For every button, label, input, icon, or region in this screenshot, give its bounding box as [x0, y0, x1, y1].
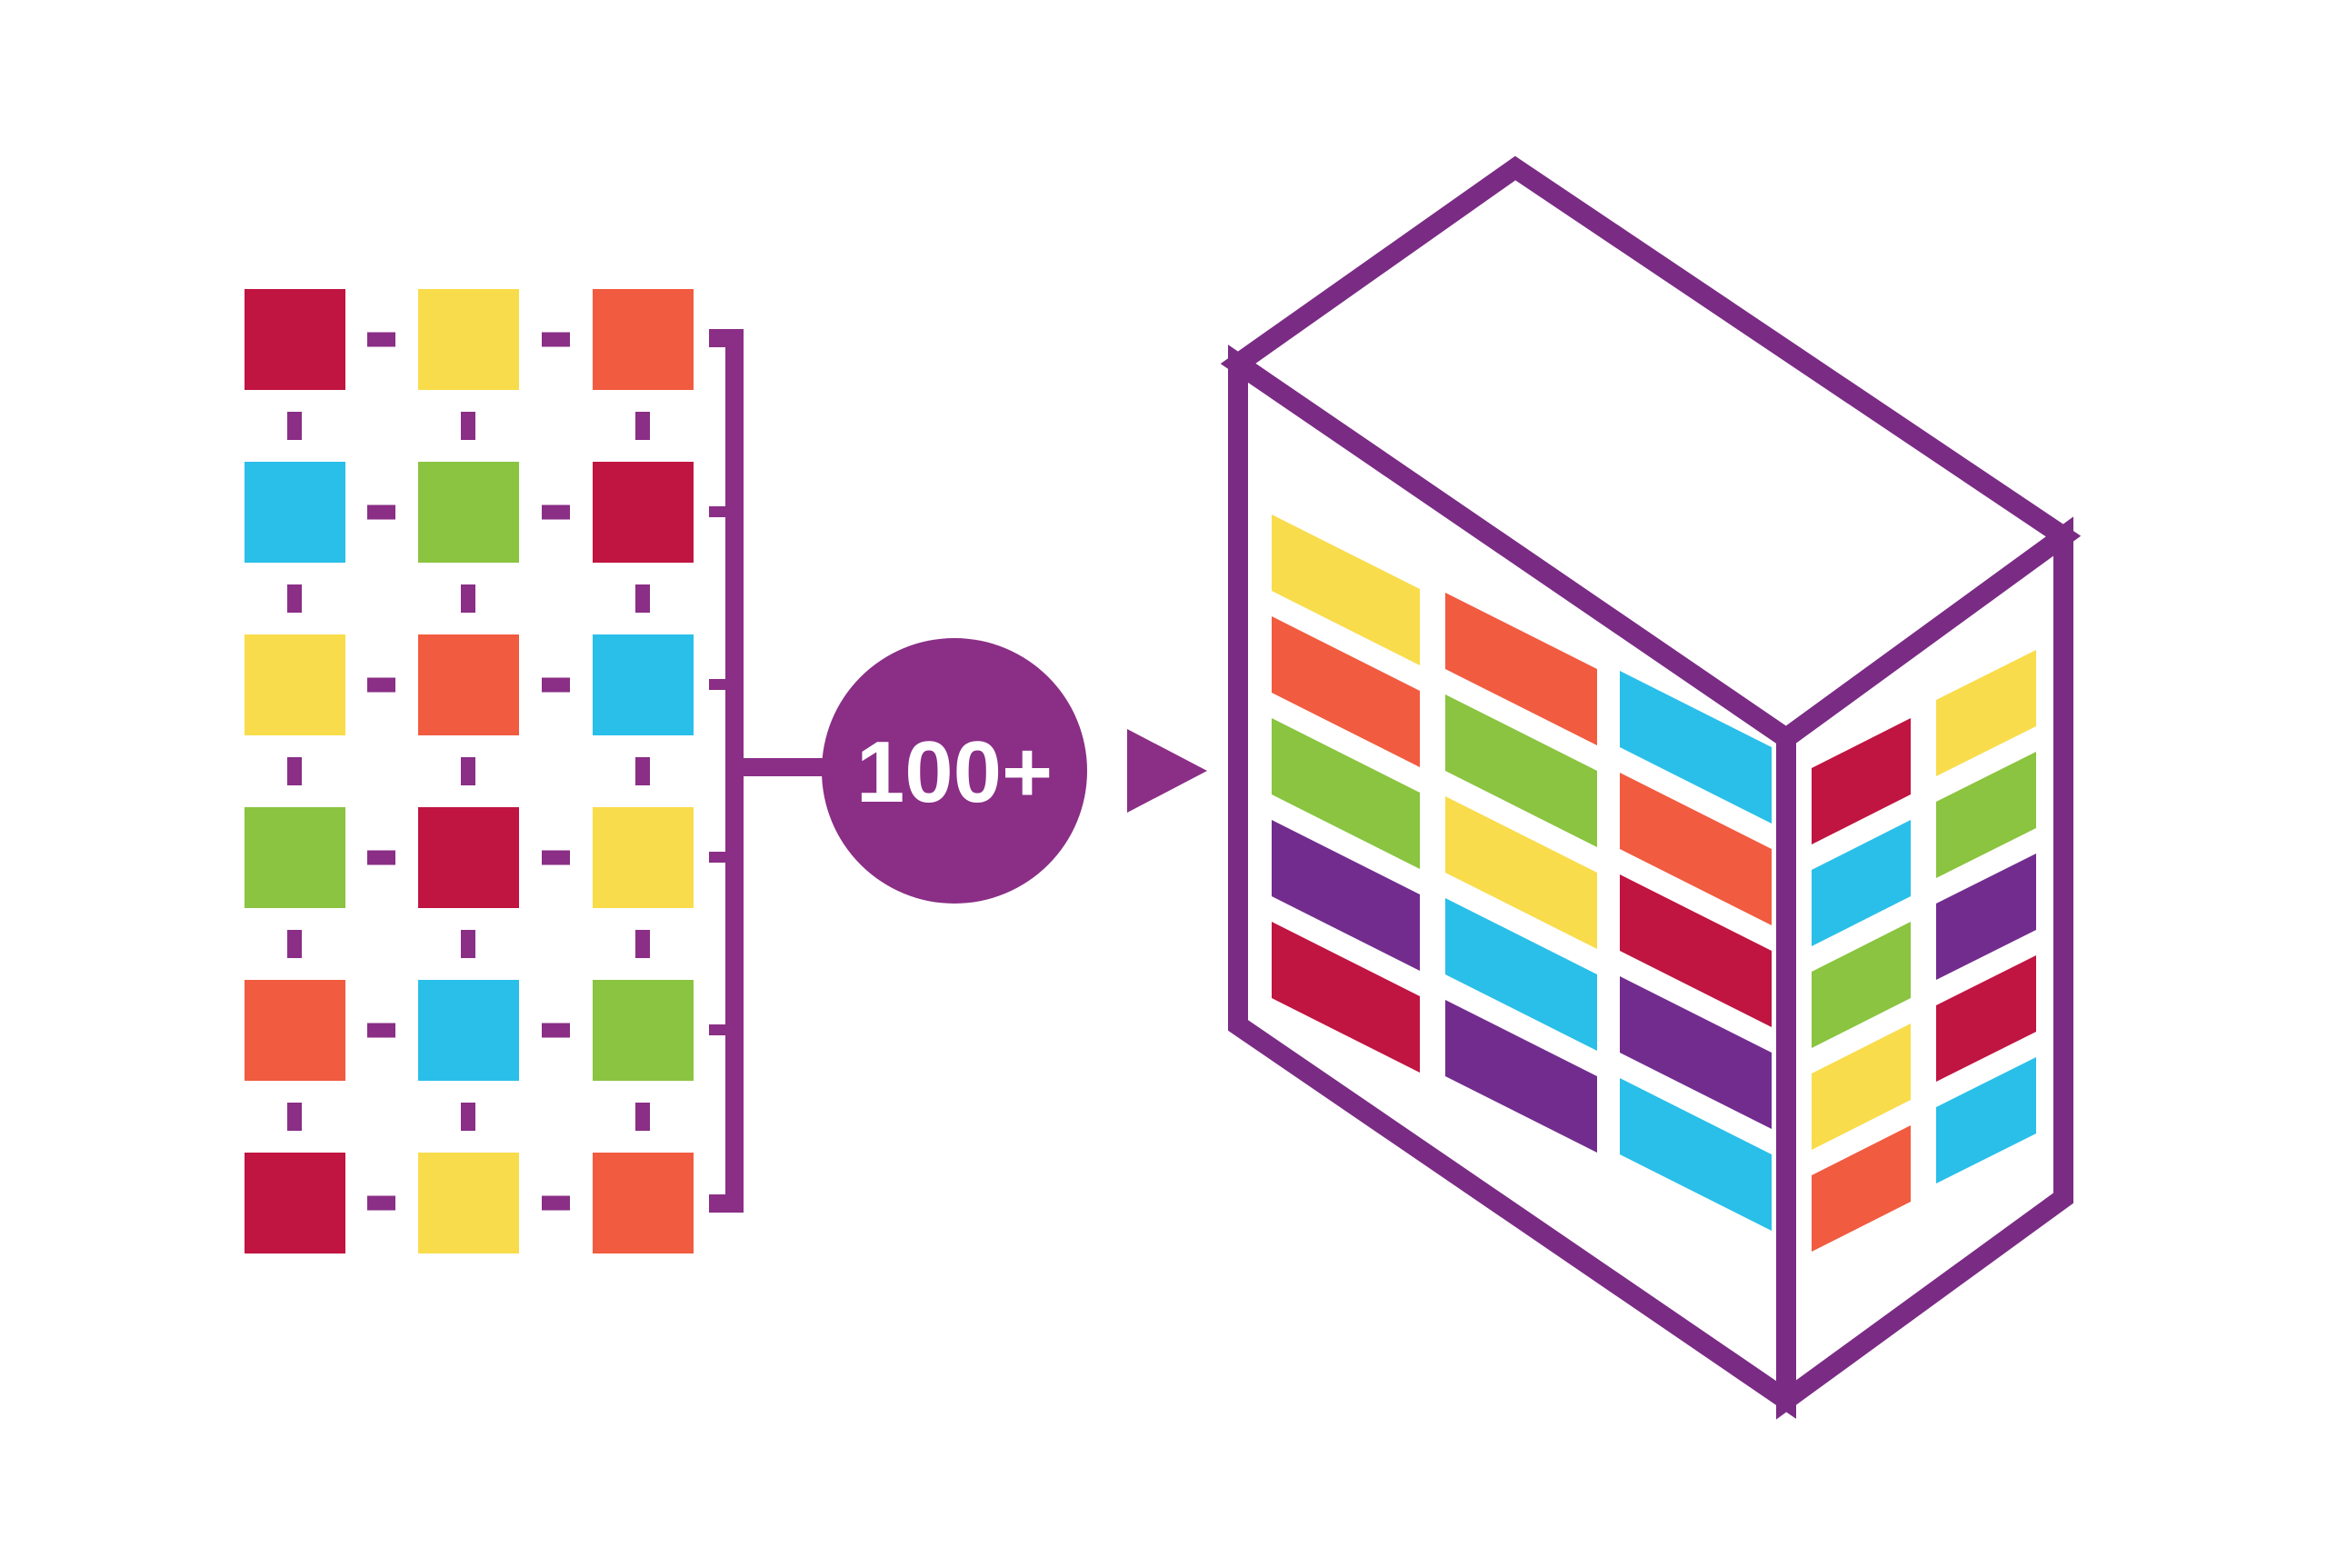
box-bar	[1272, 718, 1420, 869]
bracket-top-arm	[709, 329, 744, 347]
row-connector-dash	[367, 677, 395, 693]
grid-square	[593, 462, 694, 563]
column-connector-dash	[635, 1103, 650, 1131]
box-bar	[1272, 514, 1420, 665]
box-bar	[1620, 874, 1772, 1027]
grid-square	[245, 980, 345, 1081]
column-connector-dash	[635, 412, 650, 440]
column-connector-dash	[287, 1103, 302, 1131]
row-connector-dash	[542, 850, 570, 865]
grid-square	[418, 462, 519, 563]
box-bar	[1936, 752, 2036, 878]
grid-square	[245, 807, 345, 908]
column-connector-dash	[287, 584, 302, 613]
count-label: 100+	[856, 724, 1053, 821]
box-bar	[1445, 1000, 1597, 1153]
column-connector-dash	[461, 584, 475, 613]
aggregation-bracket	[725, 329, 744, 1213]
row-connector-dash	[542, 504, 570, 520]
bracket-tick	[709, 852, 725, 863]
grid-square	[245, 634, 345, 735]
box-bar	[1445, 593, 1597, 745]
column-connector-dash	[461, 930, 475, 958]
row-connector-dash	[542, 1023, 570, 1038]
row-connector-dash	[367, 850, 395, 865]
box-bar	[1272, 922, 1420, 1073]
grid-square	[245, 1153, 345, 1253]
column-connector-dash	[635, 584, 650, 613]
column-connector-dash	[635, 930, 650, 958]
column-connector-dash	[287, 757, 302, 785]
bracket-tick	[709, 506, 725, 517]
box-bar	[1620, 976, 1772, 1129]
box-bar	[1812, 718, 1911, 844]
grid-square	[418, 807, 519, 908]
box-bar	[1620, 1078, 1772, 1231]
box-bar	[1936, 1057, 2036, 1183]
box-bar	[1272, 820, 1420, 971]
box-bar	[1620, 773, 1772, 925]
box-bar	[1812, 1024, 1911, 1150]
grid-square	[593, 1153, 694, 1253]
box-bar	[1445, 898, 1597, 1051]
grid-square	[418, 289, 519, 390]
bracket-tick	[709, 679, 725, 690]
row-connector-dash	[542, 677, 570, 693]
row-connector-dash	[542, 332, 570, 347]
row-connector-dash	[367, 504, 395, 520]
box-bar	[1812, 1125, 1911, 1252]
box-bar	[1936, 854, 2036, 980]
box-bar	[1445, 796, 1597, 949]
row-connector-dash	[367, 1195, 395, 1211]
grid-square	[593, 980, 694, 1081]
row-connector-dash	[542, 1195, 570, 1211]
column-connector-dash	[287, 412, 302, 440]
flow-arrow-icon	[1127, 729, 1207, 813]
count-badge-circle	[822, 638, 1087, 904]
bracket-center-arm	[744, 758, 825, 776]
row-connector-dash	[367, 332, 395, 347]
bracket-tick	[709, 1024, 725, 1035]
grid-square	[418, 1153, 519, 1253]
grid-square	[593, 634, 694, 735]
grid-square	[418, 634, 519, 735]
column-connector-dash	[461, 412, 475, 440]
bracket-bottom-arm	[709, 1194, 744, 1213]
grid-square	[418, 980, 519, 1081]
box-bar	[1936, 955, 2036, 1082]
column-connector-dash	[461, 757, 475, 785]
grid-square	[245, 289, 345, 390]
row-connector-dash	[367, 1023, 395, 1038]
box-bar	[1620, 671, 1772, 824]
box-bar	[1812, 922, 1911, 1048]
column-connector-dash	[287, 930, 302, 958]
box-bar	[1445, 694, 1597, 847]
grid-square	[593, 289, 694, 390]
column-connector-dash	[461, 1103, 475, 1131]
column-connector-dash	[635, 757, 650, 785]
box-bar	[1272, 616, 1420, 767]
box-bar	[1936, 650, 2036, 776]
grid-square	[245, 462, 345, 563]
box-bar	[1812, 820, 1911, 946]
grid-square	[593, 807, 694, 908]
